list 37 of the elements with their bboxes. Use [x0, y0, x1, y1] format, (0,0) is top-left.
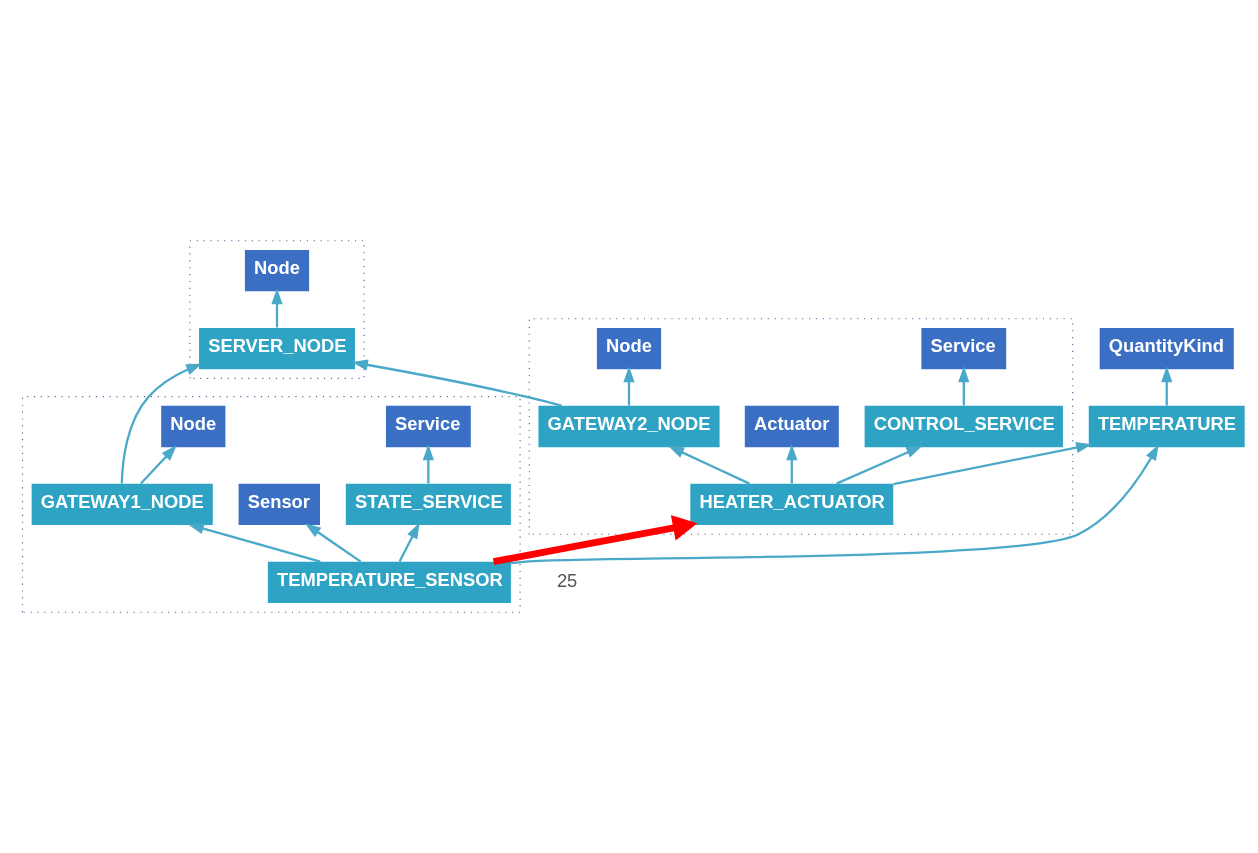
arrow — [668, 445, 750, 485]
node-box: Service — [921, 327, 1007, 370]
node-box: TEMPERATURE — [1088, 405, 1245, 448]
arrow — [271, 288, 283, 328]
arrow — [422, 444, 434, 484]
cluster — [21, 396, 521, 613]
arrow — [1161, 366, 1173, 406]
node-box: TEMPERATURE_SENSOR — [267, 561, 511, 604]
arrow — [958, 366, 970, 406]
arrow — [836, 445, 923, 485]
node-box: Node — [161, 405, 226, 448]
arrow — [351, 359, 562, 407]
arrow — [187, 523, 321, 563]
arrow — [623, 366, 635, 406]
label: 25 — [556, 569, 578, 591]
node-box: STATE_SERVICE — [345, 483, 511, 526]
cluster — [189, 240, 365, 379]
arrow — [510, 444, 1159, 565]
node-box: Actuator — [744, 405, 839, 448]
node-box: Sensor — [238, 483, 320, 526]
arrow — [304, 523, 362, 563]
node-box: HEATER_ACTUATOR — [690, 483, 894, 526]
node-box: GATEWAY2_NODE — [538, 405, 720, 448]
arrow — [398, 522, 420, 562]
node-box: QuantityKind — [1099, 327, 1234, 370]
cluster — [528, 318, 1074, 535]
node-box: Node — [596, 327, 662, 370]
arrow — [120, 363, 203, 484]
node-box: Service — [385, 405, 471, 448]
node-box: GATEWAY1_NODE — [31, 483, 213, 526]
arrow — [786, 444, 798, 484]
arrow — [893, 442, 1093, 486]
arrow — [492, 515, 698, 566]
node-box: Node — [244, 249, 310, 292]
arrow — [140, 445, 177, 485]
node-box: CONTROL_SERVICE — [864, 405, 1063, 448]
node-box: SERVER_NODE — [199, 327, 355, 370]
